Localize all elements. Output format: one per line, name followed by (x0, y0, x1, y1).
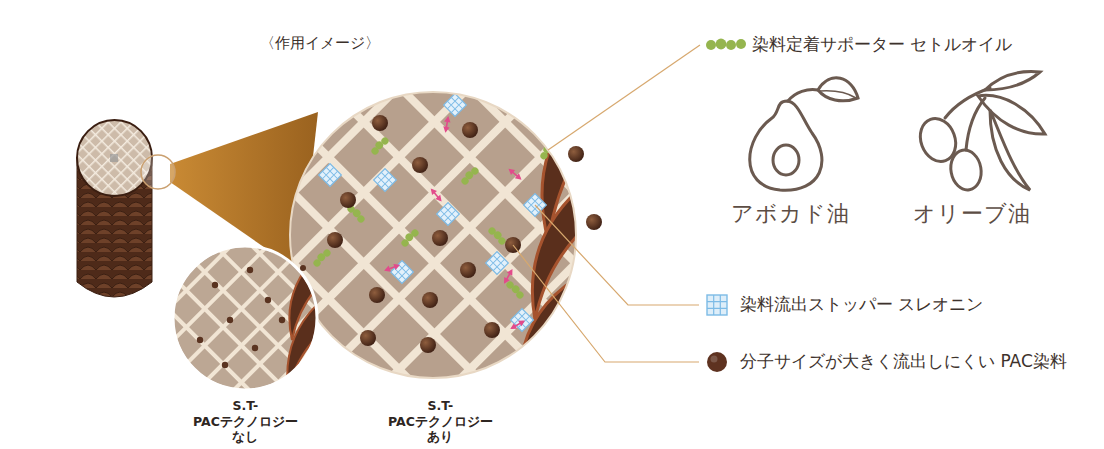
legend-text: 染料流出ストッパー スレオニン (740, 294, 983, 315)
magnified-with (285, 88, 600, 390)
panel-caption: S.T-PACテクノロジー なし (193, 398, 298, 445)
olive-drawing (915, 72, 1045, 193)
legend-swatch (706, 294, 728, 316)
panel-caption: S.T-PACテクノロジー あり (388, 398, 493, 445)
avocado-drawing (750, 78, 858, 190)
legend-text: 染料定着サポーター セトルオイル (752, 34, 1012, 55)
legend-swatch (705, 34, 747, 56)
magnified-without (170, 244, 330, 394)
legend-swatch (706, 351, 728, 373)
oil-label: アボカド油 (731, 200, 850, 228)
diagram-title: 〈作用イメージ〉 (260, 34, 380, 53)
hair-strand (77, 120, 152, 297)
leader-lines (513, 45, 700, 362)
legend-text: 分子サイズが大きく流出しにくい PAC染料 (740, 351, 1067, 372)
focus-ring (141, 155, 175, 189)
oil-label: オリーブ油 (913, 200, 1031, 228)
